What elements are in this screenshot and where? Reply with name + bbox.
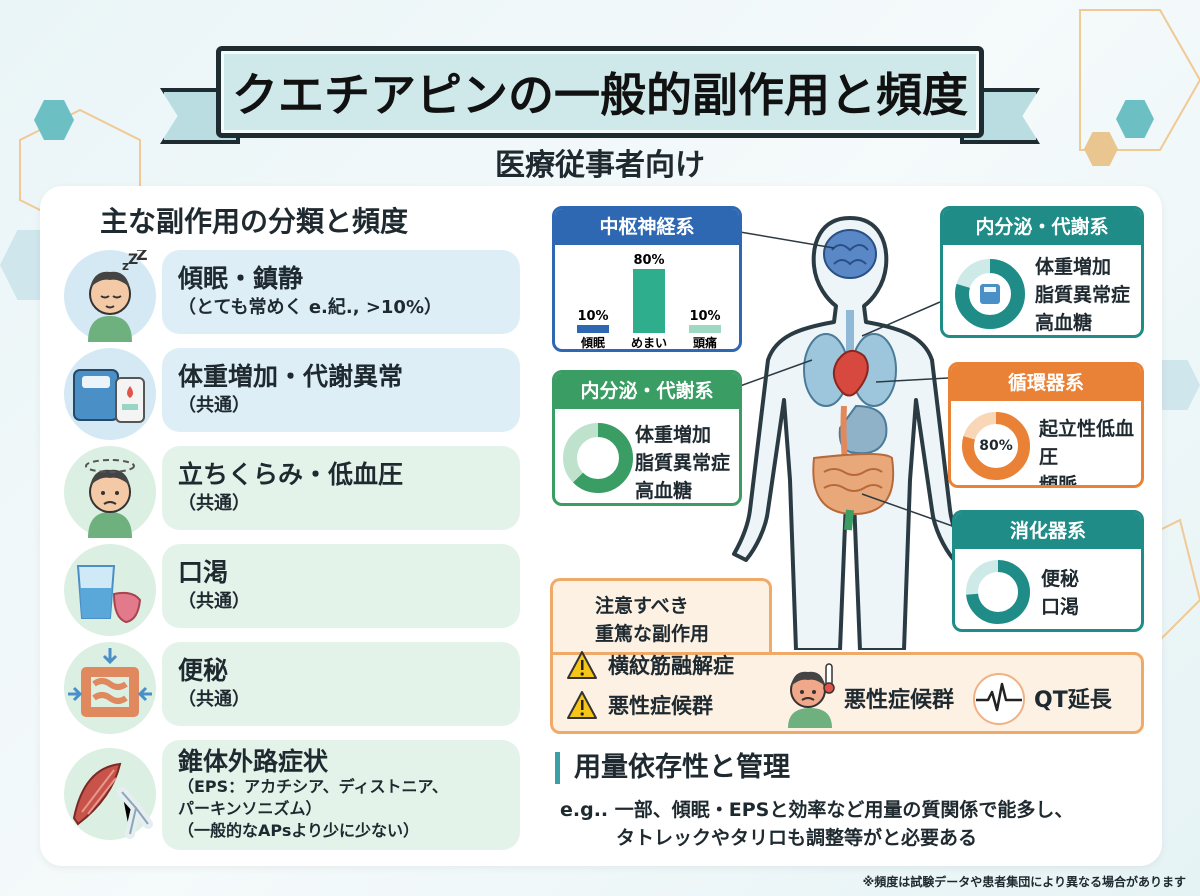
bar-category-label: めまい xyxy=(631,336,667,349)
bar-category-label: 傾眠 xyxy=(580,335,605,349)
dose-line: タトレックやタリロも調整等がと必要ある xyxy=(616,827,978,849)
endocrine-item: 高血糖 xyxy=(1035,312,1093,334)
hex-deco xyxy=(1116,100,1154,138)
human-body-illustration xyxy=(732,216,968,650)
item-sub: （とても常めく e.紀., >10%） xyxy=(178,297,442,318)
cardiovascular-item: 起立性低血圧 xyxy=(1039,418,1135,468)
item-pill: 立ちくらみ・低血圧 （共通） xyxy=(162,446,520,530)
page-title: クエチアピンの一般的副作用と頻度 xyxy=(216,46,984,138)
dizzy-face-icon xyxy=(64,446,156,538)
bar-category-label: 頭痛 xyxy=(693,335,717,349)
nms-label: 悪性症候群 xyxy=(844,688,955,713)
item-title: 立ちくらみ・低血圧 xyxy=(178,460,404,489)
item-pill: 体重増加・代謝異常 （共通） xyxy=(162,348,520,432)
item-title: 体重増加・代謝異常 xyxy=(178,362,404,391)
item-title: 口渇 xyxy=(178,558,229,587)
svg-text:Z: Z xyxy=(136,250,148,264)
warning-item-label: 悪性症候群 xyxy=(608,694,713,718)
cardiovascular-item: 頻脈 xyxy=(1039,474,1078,488)
item-sub: （共通） xyxy=(178,395,250,416)
item-title: 傾眠・鎮静 xyxy=(178,264,304,293)
warning-title-line: 重篤な副作用 xyxy=(595,623,710,645)
intestine-icon xyxy=(64,642,156,734)
scale-donut-icon xyxy=(953,257,1027,335)
bar-2 xyxy=(689,325,721,333)
list-item: 体重増加・代謝異常 （共通） xyxy=(64,348,520,440)
item-sub: （共通） xyxy=(178,591,250,612)
warning-title-box: 注意すべき 重篤な副作用 xyxy=(550,578,772,656)
endocrine-item: 脂質異常症 xyxy=(635,452,731,474)
item-pill: 傾眠・鎮静 （とても常めく e.紀., >10%） xyxy=(162,250,520,334)
warning-item: 横紋筋融解症 xyxy=(566,650,734,680)
item-pill: 便秘 （共通） xyxy=(162,642,520,726)
dose-title: 用量依存性と管理 xyxy=(555,752,790,784)
donut-icon: 80% xyxy=(959,409,1033,485)
svg-text:Z: Z xyxy=(128,252,138,268)
endocrine-item: 体重増加 xyxy=(1035,256,1112,278)
endocrine-item: 脂質異常症 xyxy=(1035,284,1131,306)
title-banner: クエチアピンの一般的副作用と頻度 xyxy=(160,38,1040,144)
endocrine-title-top: 内分泌・代謝系 xyxy=(943,209,1141,245)
cns-title: 中枢神経系 xyxy=(555,209,739,245)
dose-line: e.g.. 一部、傾眠・EPSと効率など用量の質関係で能多し、 xyxy=(560,799,1074,821)
item-sub: （共通） xyxy=(178,493,250,514)
endocrine-box-left: 内分泌・代謝系 体重増加 脂質異常症 高血糖 xyxy=(552,370,742,506)
list-item: 口渇 （共通） xyxy=(64,544,520,636)
endocrine-title-left: 内分泌・代謝系 xyxy=(555,373,739,409)
bar-value-label: 10% xyxy=(689,309,720,324)
bar-value-label: 80% xyxy=(633,253,664,268)
item-title: 錐体外路症状 xyxy=(178,747,329,776)
item-title: 便秘 xyxy=(178,656,229,685)
footnote: ※頻度は試験データや患者集団により異なる場合があります xyxy=(862,875,1186,889)
warning-item: 悪性症候群 xyxy=(566,690,713,720)
cardiovascular-box: 循環器系 80% 起立性低血圧 頻脈 xyxy=(948,362,1144,488)
digestive-title: 消化器系 xyxy=(955,513,1141,549)
warning-title-line: 注意すべき xyxy=(595,595,689,617)
digestive-box: 消化器系 便秘 口渇 xyxy=(952,510,1144,632)
water-glass-tongue-icon xyxy=(64,544,156,636)
bar-0 xyxy=(577,325,609,333)
list-item: 錐体外路症状 （EPS：アカチシア、ディストニア、 パーキンソニズム） （一般的… xyxy=(64,740,520,850)
list-item: 便秘 （共通） xyxy=(64,642,520,734)
donut-icon xyxy=(561,421,635,499)
fever-person-icon xyxy=(778,660,842,732)
sleepy-face-icon: z Z Z xyxy=(64,245,156,342)
item-sub-line: （EPS：アカチシア、ディストニア、 xyxy=(178,777,448,796)
cardiovascular-donut-label: 80% xyxy=(979,438,1013,454)
ecg-icon xyxy=(972,672,1026,730)
donut-icon xyxy=(963,557,1033,629)
dose-text: e.g.. 一部、傾眠・EPSと効率など用量の質関係で能多し、 タトレックやタリ… xyxy=(560,796,1073,852)
item-pill: 錐体外路症状 （EPS：アカチシア、ディストニア、 パーキンソニズム） （一般的… xyxy=(162,740,520,850)
list-item: z Z Z 傾眠・鎮静 （とても常めく e.紀., >10%） xyxy=(64,245,520,342)
cns-bar-chart: 10% 傾眠 80% めまい 10% 頭痛 xyxy=(577,253,721,349)
warning-triangle-icon xyxy=(567,651,597,679)
bar-value-label: 10% xyxy=(577,309,608,324)
qt-label: QT延長 xyxy=(1034,688,1112,713)
item-pill: 口渇 （共通） xyxy=(162,544,520,628)
svg-text:z: z xyxy=(122,259,129,273)
endocrine-item: 体重増加 xyxy=(635,424,712,446)
left-heading: 主な副作用の分類と頻度 xyxy=(100,205,409,238)
endocrine-item: 高血糖 xyxy=(635,480,693,502)
item-sub-line: パーキンソニズム） xyxy=(178,799,322,818)
bar-1 xyxy=(633,269,665,333)
digestive-item: 口渇 xyxy=(1041,596,1080,618)
item-sub: （共通） xyxy=(178,689,250,710)
warning-triangle-icon xyxy=(567,691,597,719)
muscle-joint-icon xyxy=(64,748,156,840)
list-item: 立ちくらみ・低血圧 （共通） xyxy=(64,446,520,538)
digestive-item: 便秘 xyxy=(1041,568,1080,590)
warning-box xyxy=(550,652,1144,734)
page-subtitle: 医療従事者向け xyxy=(495,148,705,183)
item-sub-line: （一般的なAPsより少に少ない） xyxy=(178,821,420,840)
endocrine-box-top: 内分泌・代謝系 体重増加 脂質異常症 高血糖 xyxy=(940,206,1144,338)
scale-glucose-icon xyxy=(64,348,156,440)
warning-item-label: 横紋筋融解症 xyxy=(608,654,734,678)
cardiovascular-title: 循環器系 xyxy=(951,365,1141,401)
cns-box: 中枢神経系 10% 傾眠 80% めまい 10% 頭痛 xyxy=(552,206,742,352)
